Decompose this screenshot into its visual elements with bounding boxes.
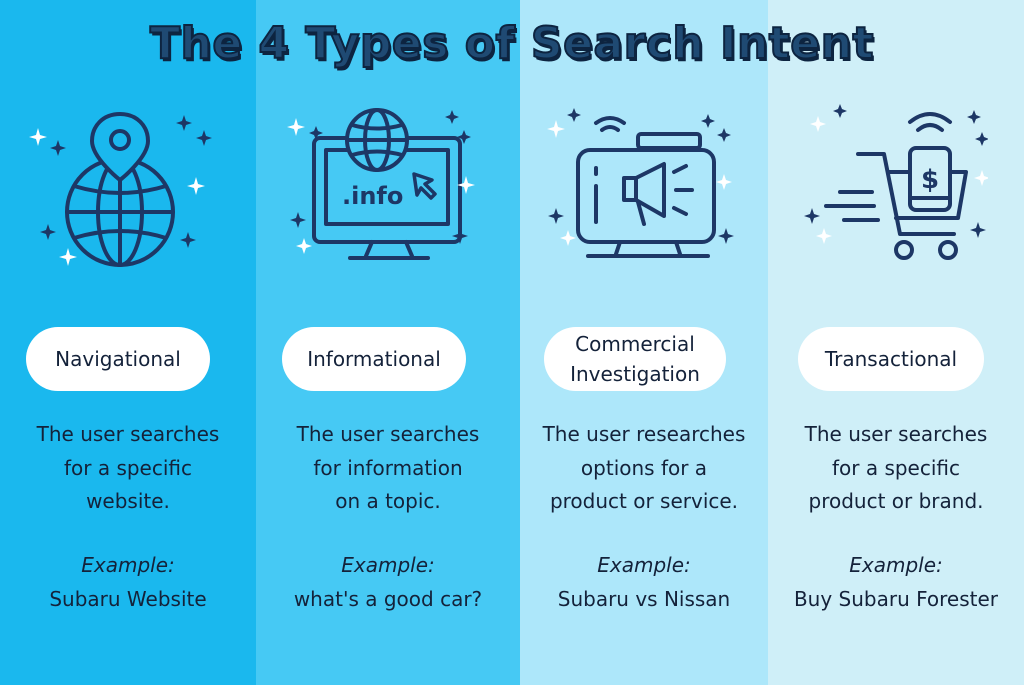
informational-example-label: Example: xyxy=(341,553,435,577)
navigational-example-label: Example: xyxy=(81,553,175,577)
column-informational: .info Informational The user searches fo xyxy=(256,0,520,685)
page-title: The 4 Types of Search Intent xyxy=(149,17,875,70)
globe-location-pin-icon xyxy=(20,100,220,275)
informational-label: Informational xyxy=(282,327,466,391)
navigational-example: Subaru Website xyxy=(49,587,207,611)
navigational-label: Navigational xyxy=(26,327,210,391)
informational-description: The user searches for information on a t… xyxy=(296,422,480,513)
informational-example: what's a good car? xyxy=(293,587,483,611)
monitor-info-text: .info xyxy=(342,182,403,210)
transactional-label: Transactional xyxy=(798,327,984,391)
monitor-info-icon: .info xyxy=(276,100,476,275)
commercial-investigation-example-label: Example: xyxy=(597,553,691,577)
commercial-investigation-example: Subaru vs Nissan xyxy=(557,587,731,611)
monitor-megaphone-icon xyxy=(540,100,740,275)
transactional-example: Buy Subaru Forester xyxy=(793,587,999,611)
shopping-cart-phone-icon: $ xyxy=(788,100,988,275)
navigational-description: The user searches for a specific website… xyxy=(36,422,220,513)
column-transactional: $ Transactional The user searches for a … xyxy=(768,0,1024,685)
transactional-description: The user searches for a specific product… xyxy=(804,422,988,513)
transactional-example-label: Example: xyxy=(849,553,943,577)
phone-dollar-sign: $ xyxy=(921,165,939,195)
column-navigational: Navigational The user searches for a spe… xyxy=(0,0,256,685)
commercial-investigation-description: The user researches options for a produc… xyxy=(542,422,746,513)
